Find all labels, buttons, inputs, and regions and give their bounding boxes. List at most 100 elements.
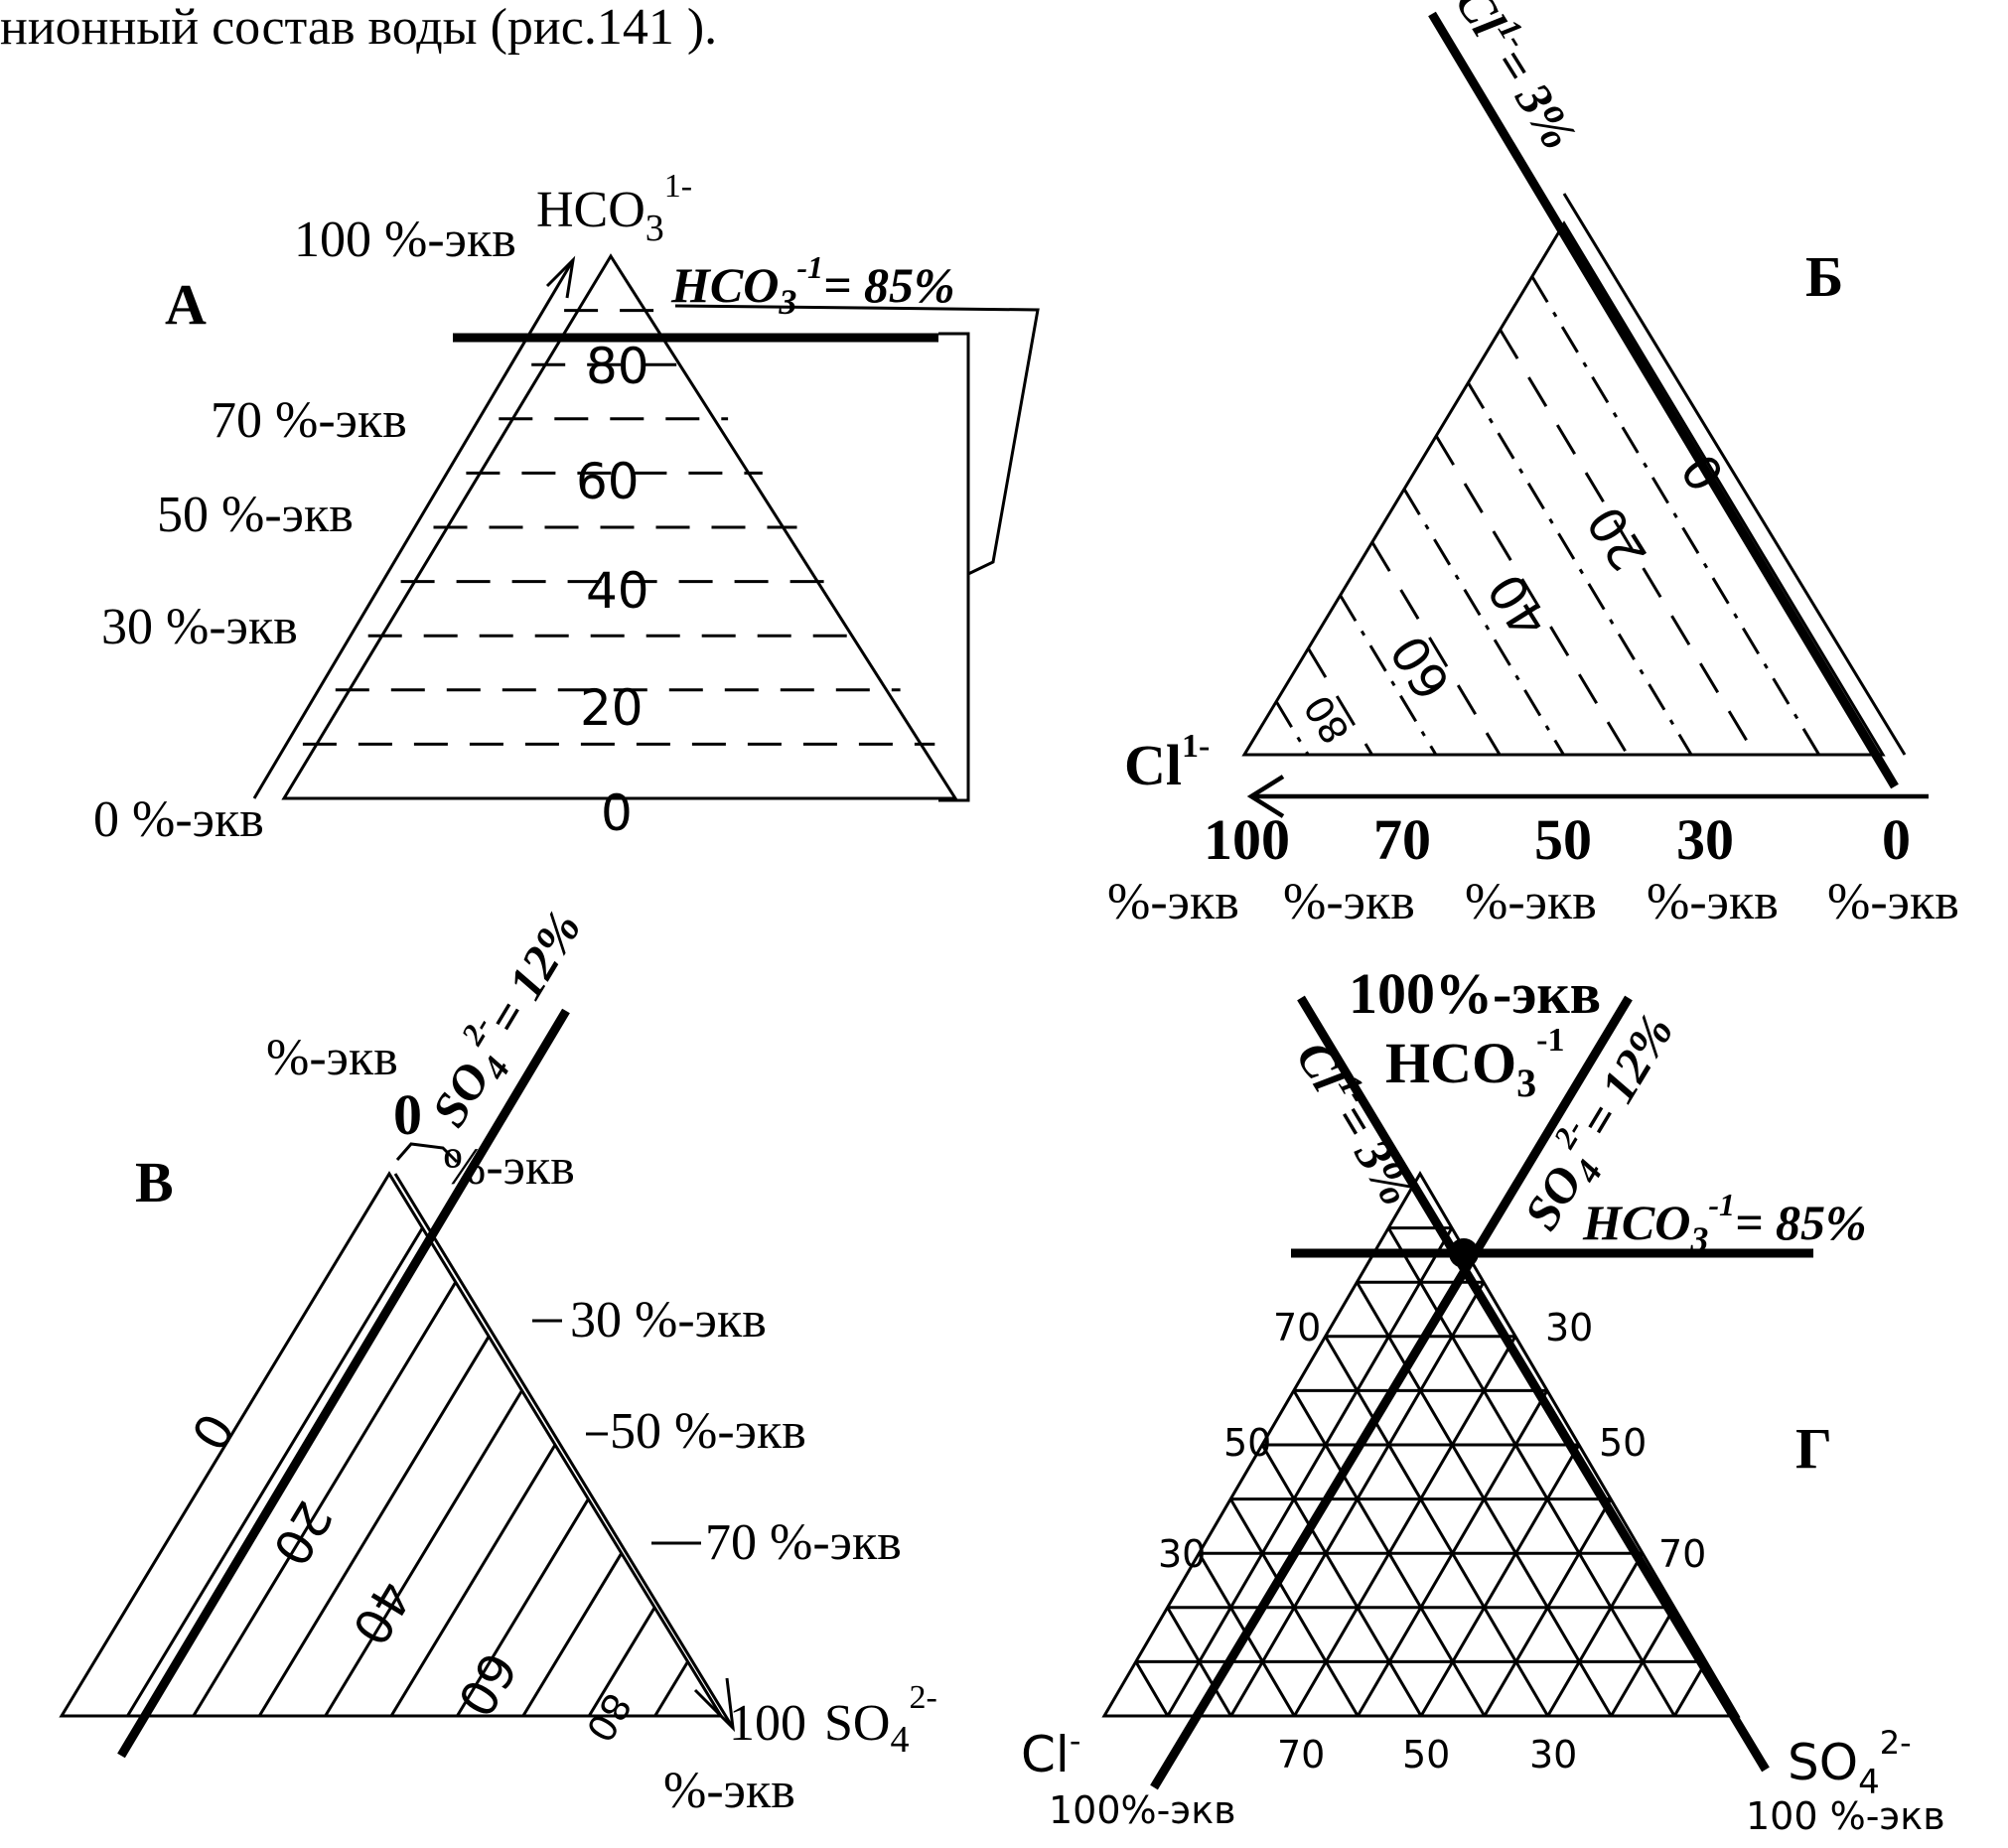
panel-v-letter: В [135, 1150, 174, 1214]
panel-v-arrow-shaft [393, 1173, 735, 1729]
panel-b-cl-3-line [1428, 11, 1899, 789]
panel-a-letter: А [165, 272, 207, 337]
panel-g-bottom-tick-50: 50 [1402, 1733, 1450, 1777]
panel-g-gridline [1260, 1444, 1423, 1717]
panel-a: А HCO31- 100 %-экв HCO3-1= 85% 70 %-экв … [93, 168, 1040, 848]
panel-g-gridline [1293, 1336, 1517, 1717]
panel-g-so4-corner-unit: 100 %-экв [1746, 1794, 1945, 1838]
panel-g-gridline [1386, 1226, 1676, 1717]
panel-g-cl-3-line [1297, 995, 1770, 1773]
panel-b-isoline [1370, 541, 1502, 756]
panel-g-left-tick-30: 30 [1158, 1532, 1206, 1576]
panel-b-isolines [1274, 275, 1820, 756]
panel-v-right-scale-70: 70 %-экв [705, 1514, 902, 1571]
panel-g-left-tick-50: 50 [1223, 1421, 1271, 1465]
panel-a-inner-80: 80 [586, 338, 649, 395]
panel-g-left-tick-70: 70 [1273, 1306, 1321, 1350]
panel-g-gridline [1324, 1336, 1549, 1717]
panel-b-inner-40: 40 [1477, 564, 1559, 648]
panel-b-bottom-50: 50 [1534, 807, 1592, 872]
panel-b-outer-edge [1562, 193, 1907, 756]
panel-g-so4-corner: SO42- [1788, 1724, 1912, 1802]
panel-g-gridline [1546, 1552, 1645, 1717]
panel-g-so4-12-line [1150, 995, 1633, 1790]
panel-a-left-scale-30: 30 %-экв [101, 599, 298, 655]
panel-a-inner-20: 20 [580, 679, 644, 737]
panel-g-apex-percent: 100%-экв [1349, 961, 1601, 1026]
panel-v-right-scale-50: 50 %-экв [610, 1403, 806, 1460]
panel-g-triangle [1101, 1171, 1741, 1718]
panel-g: Г 100%-экв HCO3-1 Cl1-= 3% SO42-= 12% HC… [1021, 961, 1945, 1838]
panel-a-hco3-note: HCO3-1= 85% [670, 249, 955, 322]
panel-a-inner-60: 60 [576, 453, 640, 510]
panel-v-isoline [389, 1444, 557, 1717]
panel-v-inner-80: 80 [577, 1685, 640, 1749]
panel-a-arrow-head [545, 255, 576, 299]
panel-g-hco3-note: HCO3-1= 85% [1582, 1187, 1867, 1259]
panel-b-isoline [1467, 381, 1693, 756]
panel-b-isoline [1499, 329, 1757, 756]
panel-a-left-scale-0: 0 %-экв [93, 791, 264, 848]
panel-v-inner-0: 0 [182, 1404, 247, 1461]
panel-b-bottom-arrow-head [1246, 775, 1285, 818]
panel-b: Б Cl1- Cl1-= 3% 100 70 50 30 0 %-экв %-э… [1107, 0, 1959, 930]
panel-v-zero-unit: %-экв [443, 1139, 575, 1196]
panel-g-gridline [1419, 1444, 1581, 1717]
panel-g-letter: Г [1795, 1416, 1832, 1481]
panel-b-bottom-unit-4: %-экв [1647, 874, 1779, 930]
panel-g-composition-point [1449, 1238, 1479, 1268]
panel-a-isolines [302, 309, 935, 746]
panel-v-right-scale-30: 30 %-экв [570, 1292, 767, 1349]
panel-b-isoline [1307, 647, 1373, 756]
panel-g-bottom-tick-70: 70 [1277, 1733, 1325, 1777]
panel-v-isoline [126, 1226, 424, 1717]
panel-g-cl-corner-unit: 100%-экв [1049, 1788, 1236, 1832]
panel-b-isoline [1274, 700, 1310, 756]
panel-v-so4-12-line [117, 1008, 570, 1759]
panel-b-inner-60: 60 [1379, 626, 1462, 710]
panel-b-inner-80: 80 [1296, 687, 1359, 751]
panel-g-gridline [1672, 1660, 1708, 1717]
panel-b-bottom-unit-2: %-экв [1283, 874, 1415, 930]
panel-g-bottom-tick-30: 30 [1529, 1733, 1577, 1777]
panel-g-right-tick-50: 50 [1599, 1421, 1647, 1465]
panel-a-apex-ion: HCO31- [536, 168, 692, 249]
panel-v-isoline [521, 1552, 624, 1717]
panel-g-gridline [1134, 1660, 1170, 1717]
panel-b-triangle [1241, 220, 1886, 757]
panel-b-isoline [1402, 488, 1565, 756]
panel-g-apex-ion: HCO3-1 [1385, 1022, 1564, 1105]
panel-a-bracket [938, 332, 970, 802]
panel-v-top-unit: %-экв [266, 1030, 398, 1086]
panel-a-left-scale-50: 50 %-экв [157, 487, 354, 543]
panel-v-arrow-head [693, 1677, 736, 1733]
panel-g-right-tick-70: 70 [1658, 1532, 1706, 1576]
panel-b-inner-20: 20 [1576, 497, 1658, 581]
panel-g-gridline [1166, 1226, 1454, 1717]
caption-fragment: нионный состав воды (рис.141 ). [0, 0, 717, 56]
panel-v-corner-unit: %-экв [663, 1763, 795, 1819]
panel-v-isoline [587, 1607, 656, 1717]
panel-a-apex-percent: 100 %-экв [294, 212, 516, 268]
panel-b-bottom-100: 100 [1204, 807, 1290, 872]
panel-g-cl-corner: Cl- [1021, 1722, 1080, 1783]
panel-g-grid [1134, 1226, 1708, 1717]
panel-v-isoline [192, 1281, 458, 1717]
panel-v-top-zero: 0 [393, 1082, 422, 1147]
panel-b-letter: Б [1805, 244, 1843, 309]
panel-b-bottom-unit-1: %-экв [1107, 874, 1239, 930]
panel-v: В %-экв 0 %-экв SO42-= 12% 30 %-экв 50 %… [59, 902, 937, 1819]
panel-b-bottom-unit-3: %-экв [1465, 874, 1597, 930]
panel-a-left-scale-70: 70 %-экв [211, 392, 407, 449]
panel-b-bottom-30: 30 [1676, 807, 1734, 872]
panel-b-cl-corner: Cl1- [1124, 728, 1210, 797]
panel-b-isoline [1434, 435, 1630, 756]
panel-b-bottom-0: 0 [1882, 807, 1911, 872]
panel-a-arrow-shaft [252, 259, 575, 799]
panel-a-inner-0: 0 [601, 784, 633, 842]
panel-v-isoline [456, 1497, 590, 1717]
panel-v-isoline [324, 1389, 523, 1717]
panel-v-inner-40: 40 [341, 1571, 422, 1654]
